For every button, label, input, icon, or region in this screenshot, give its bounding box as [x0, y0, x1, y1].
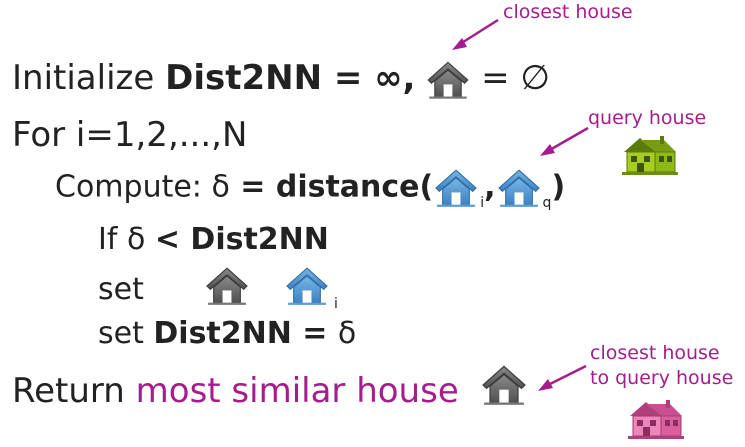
- initialize-label: Initialize: [12, 58, 166, 98]
- dist2nn-assign: Dist2NN =: [153, 316, 338, 351]
- house-blue-icon: [284, 266, 330, 306]
- arrow-closest-to-query: [545, 364, 587, 388]
- house-blue-icon: [496, 168, 542, 208]
- house-gray-icon: [480, 364, 528, 406]
- close-paren: ): [551, 169, 566, 205]
- equals-infinity: = ∞,: [322, 58, 416, 98]
- line-set-dist: set Dist2NN = δ: [98, 316, 356, 352]
- annotation-closest-to-query-line1: closest house: [590, 342, 720, 364]
- line-set-house: set: [98, 272, 144, 308]
- condition: < Dist2NN: [154, 222, 329, 257]
- line-if: If δ < Dist2NN: [98, 222, 329, 258]
- most-similar-house: most similar house: [135, 371, 459, 411]
- subscript-q: q: [542, 194, 552, 211]
- house-gray-icon: [426, 60, 470, 100]
- if-label: If δ: [98, 222, 155, 257]
- arrow-query-house: [547, 126, 589, 153]
- set-label: set: [98, 272, 144, 307]
- house-pink-icon: [626, 394, 686, 440]
- compute-label: Compute: δ: [55, 169, 230, 205]
- house-blue-icon: [433, 168, 479, 208]
- annotation-closest-house: closest house: [503, 1, 633, 23]
- house-gray-icon: [204, 266, 250, 306]
- house-green-icon: [620, 130, 680, 176]
- line-compute: Compute: δ = distance( i, q): [55, 168, 565, 211]
- set-label: set: [98, 316, 154, 351]
- line-return: Return most similar house: [12, 371, 459, 411]
- subscript-i: i: [334, 296, 338, 312]
- dist2nn-var: Dist2NN: [165, 58, 323, 98]
- return-label: Return: [12, 371, 136, 411]
- annotation-query-house: query house: [588, 107, 707, 129]
- arrow-head-closest-to-query: [538, 379, 553, 391]
- arrow-closest-house: [459, 18, 499, 46]
- delta: δ: [337, 316, 357, 351]
- arrow-head-closest-house: [452, 38, 467, 50]
- comma: ,: [484, 169, 496, 205]
- arrow-head-query-house: [540, 144, 555, 156]
- line-for-loop: For i=1,2,...,N: [12, 115, 248, 155]
- equals-empty-set: = ∅: [470, 58, 550, 98]
- subscript-i: i: [480, 194, 485, 211]
- line-initialize: Initialize Dist2NN = ∞, = ∅: [12, 58, 550, 100]
- annotation-closest-to-query-line2: to query house: [590, 367, 734, 389]
- distance-func: = distance(: [229, 169, 434, 205]
